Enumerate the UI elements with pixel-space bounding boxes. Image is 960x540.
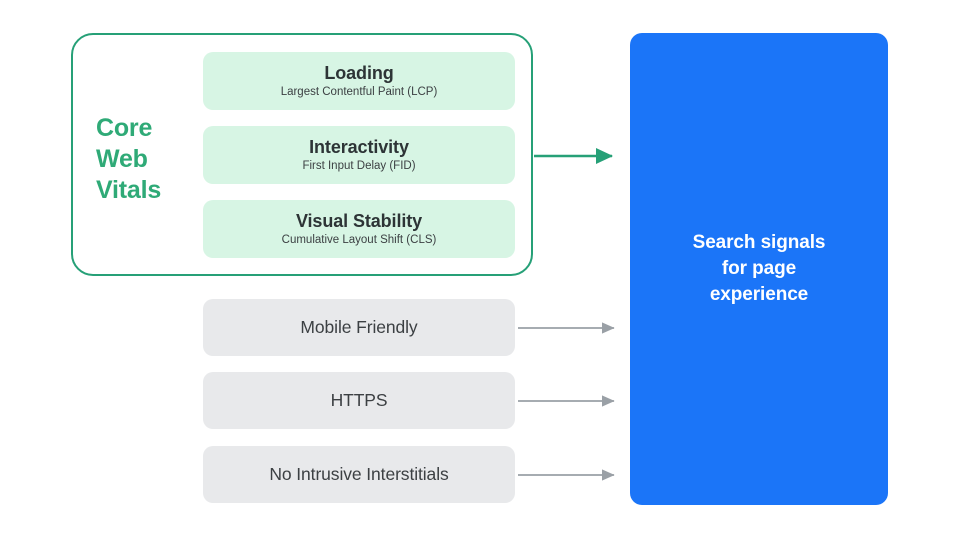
metric-card-interactivity[interactable]: Interactivity First Input Delay (FID) [203, 126, 515, 184]
metric-card-loading[interactable]: Loading Largest Contentful Paint (LCP) [203, 52, 515, 110]
search-signals-panel-text: Search signals for page experience [692, 232, 826, 305]
signal-label-mobile-friendly: Mobile Friendly [300, 317, 418, 337]
metric-subtitle-loading: Largest Contentful Paint (LCP) [280, 85, 438, 98]
metric-card-visual-stability[interactable]: Visual Stability Cumulative Layout Shift… [203, 200, 515, 258]
metric-subtitle-interactivity: First Input Delay (FID) [302, 159, 416, 172]
signal-https[interactable]: HTTPS [203, 372, 515, 429]
signal-no-intrusive-interstitials[interactable]: No Intrusive Interstitials [203, 446, 515, 503]
signal-label-https: HTTPS [330, 390, 388, 410]
metric-title-loading: Loading [324, 62, 394, 83]
signal-mobile-friendly[interactable]: Mobile Friendly [203, 299, 515, 356]
signal-label-no-intrusive-interstitials: No Intrusive Interstitials [269, 464, 449, 484]
search-signals-panel[interactable]: Search signals for page experience [630, 33, 888, 505]
core-web-vitals-group-label: Core Web Vitals [96, 114, 162, 204]
metric-title-interactivity: Interactivity [309, 136, 409, 157]
metric-subtitle-visual-stability: Cumulative Layout Shift (CLS) [281, 233, 437, 246]
metric-title-visual-stability: Visual Stability [295, 210, 423, 231]
